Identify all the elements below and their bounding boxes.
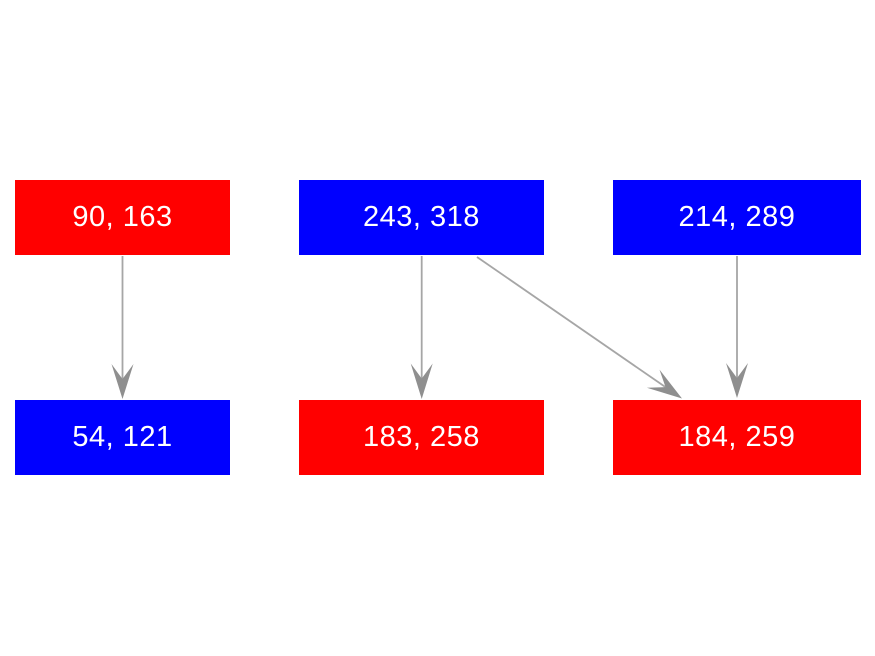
arrowhead-icon [410, 363, 433, 399]
arrowhead-icon [646, 369, 682, 399]
node-183-258: 183, 258 [299, 400, 544, 475]
node-label: 183, 258 [363, 421, 480, 453]
node-214-289: 214, 289 [613, 180, 861, 255]
node-243-318: 243, 318 [299, 180, 544, 255]
node-label: 243, 318 [363, 201, 480, 233]
node-90-163: 90, 163 [15, 180, 230, 255]
arrowhead-icon [726, 363, 748, 398]
edge-n2-n5 [410, 256, 433, 399]
node-54-121: 54, 121 [15, 400, 230, 475]
node-label: 90, 163 [72, 201, 173, 233]
edge-n3-n6 [726, 256, 748, 398]
node-label: 54, 121 [72, 421, 173, 453]
node-label: 214, 289 [678, 201, 796, 233]
edge-n2-n6 [476, 256, 682, 399]
arrowhead-icon [111, 364, 134, 399]
node-label: 184, 259 [678, 421, 796, 453]
node-184-259: 184, 259 [613, 400, 861, 475]
edge-n1-n4 [111, 256, 134, 399]
